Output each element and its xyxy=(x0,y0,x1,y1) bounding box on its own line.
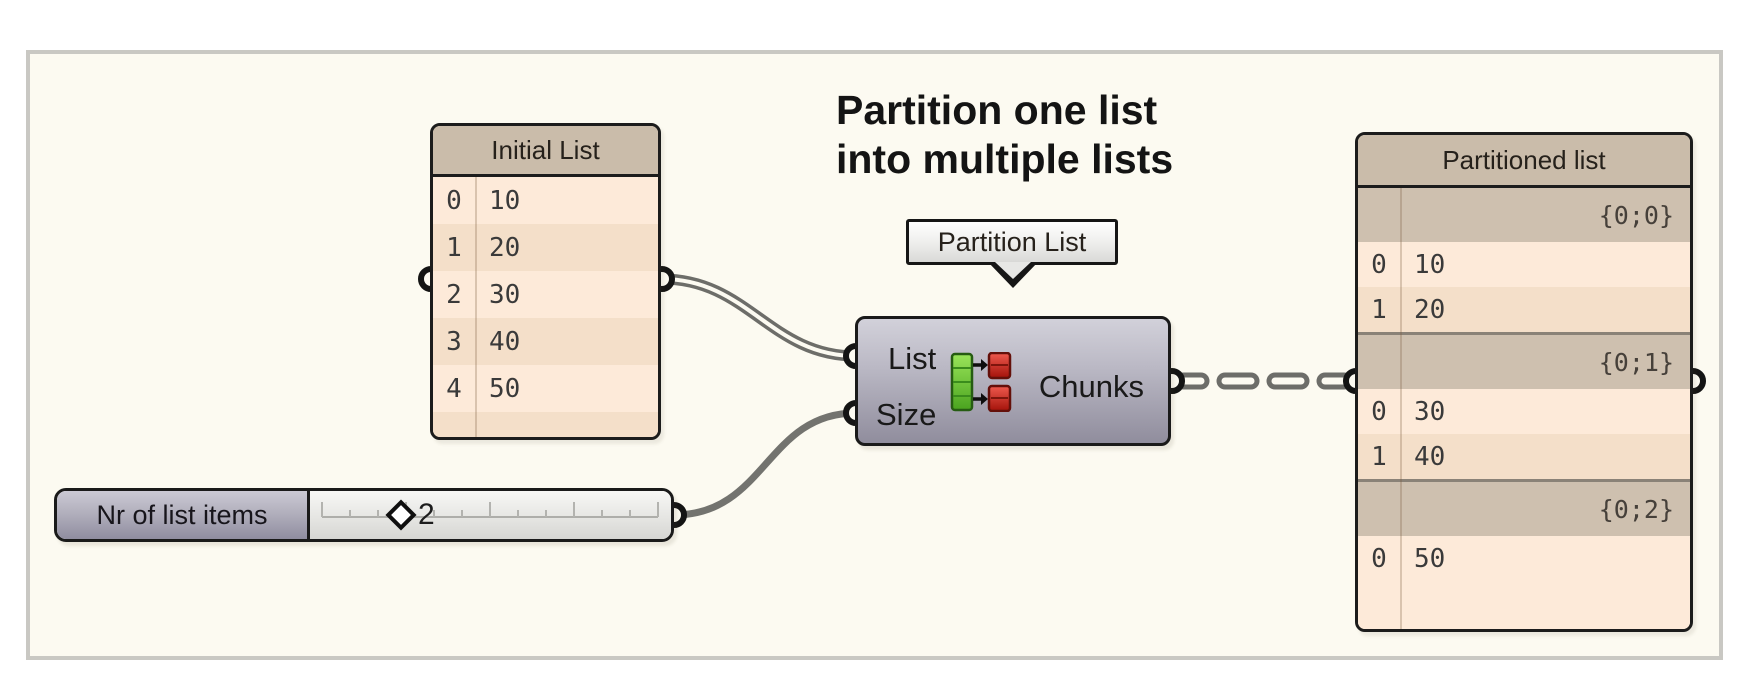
list-item: 3 40 xyxy=(433,318,658,365)
row-index: 0 xyxy=(446,185,462,216)
row-index: 2 xyxy=(446,279,462,310)
tooltip-label: Partition List xyxy=(937,226,1087,257)
list-item: 0 10 xyxy=(433,177,658,224)
row-index: 1 xyxy=(1371,441,1387,472)
slider-track[interactable]: 2 xyxy=(310,491,671,539)
initial-list-panel[interactable]: Initial List 0 10 1 20 2 30 3 40 4 50 xyxy=(430,123,661,440)
wire-slider-to-size[interactable] xyxy=(673,409,857,519)
branch-path: {0;2} xyxy=(1598,494,1674,524)
row-value: 20 xyxy=(489,232,521,263)
row-value: 50 xyxy=(489,373,521,404)
wire-initial-to-list-gap xyxy=(661,277,857,358)
partition-list-tooltip: Partition List xyxy=(906,219,1118,265)
title-line-2: into multiple lists xyxy=(836,136,1174,182)
title-line-1: Partition one list xyxy=(836,87,1158,133)
number-slider[interactable]: Nr of list items 2 xyxy=(54,488,674,542)
row-value: 10 xyxy=(489,185,521,216)
row-value: 30 xyxy=(1414,396,1446,427)
row-index: 4 xyxy=(446,373,462,404)
row-index: 0 xyxy=(1371,396,1387,427)
input-label-list: List xyxy=(888,341,937,376)
row-index: 1 xyxy=(446,232,462,263)
branch-path: {0;1} xyxy=(1598,347,1674,377)
row-value: 20 xyxy=(1414,294,1446,325)
list-item: 1 20 xyxy=(1358,287,1690,332)
slider-value: 2 xyxy=(418,498,435,531)
panel-title: Partitioned list xyxy=(1358,135,1690,188)
branch-path-band: {0;0} xyxy=(1358,188,1690,242)
list-item: 1 40 xyxy=(1358,434,1690,479)
branch-path-band: {0;1} xyxy=(1358,332,1690,389)
row-index: 1 xyxy=(1371,294,1387,325)
partition-list-component[interactable]: List Size Chunks xyxy=(855,316,1171,446)
panel-body: 0 10 1 20 2 30 3 40 4 50 xyxy=(433,177,658,437)
row-index: 3 xyxy=(446,326,462,357)
panel-filler xyxy=(433,412,658,437)
branch-path: {0;0} xyxy=(1598,200,1674,230)
row-index: 0 xyxy=(1371,249,1387,280)
slider-label: Nr of list items xyxy=(57,491,310,539)
list-item: 4 50 xyxy=(433,365,658,412)
panel-body: {0;0} 0 10 1 20 {0;1} 0 30 1 40 {0;2 xyxy=(1358,188,1690,629)
list-item: 2 30 xyxy=(433,271,658,318)
row-value: 30 xyxy=(489,279,521,310)
slider-ticks xyxy=(321,502,659,518)
output-label-chunks: Chunks xyxy=(1038,369,1144,404)
input-label-size: Size xyxy=(876,397,937,432)
list-item: 1 20 xyxy=(433,224,658,271)
list-item: 0 10 xyxy=(1358,242,1690,287)
panel-title: Initial List xyxy=(433,126,658,177)
branch-path-band: {0;2} xyxy=(1358,479,1690,536)
row-value: 40 xyxy=(489,326,521,357)
partition-list-icon xyxy=(950,352,1012,412)
row-value: 40 xyxy=(1414,441,1446,472)
row-index: 0 xyxy=(1371,543,1387,574)
panel-filler xyxy=(1358,581,1690,629)
list-item: 0 30 xyxy=(1358,389,1690,434)
row-value: 50 xyxy=(1414,543,1446,574)
partitioned-list-panel[interactable]: Partitioned list {0;0} 0 10 1 20 {0;1} 0… xyxy=(1355,132,1693,632)
row-value: 10 xyxy=(1414,249,1446,280)
list-item: 0 50 xyxy=(1358,536,1690,581)
title-scribble[interactable]: Partition one list into multiple lists xyxy=(836,86,1173,184)
